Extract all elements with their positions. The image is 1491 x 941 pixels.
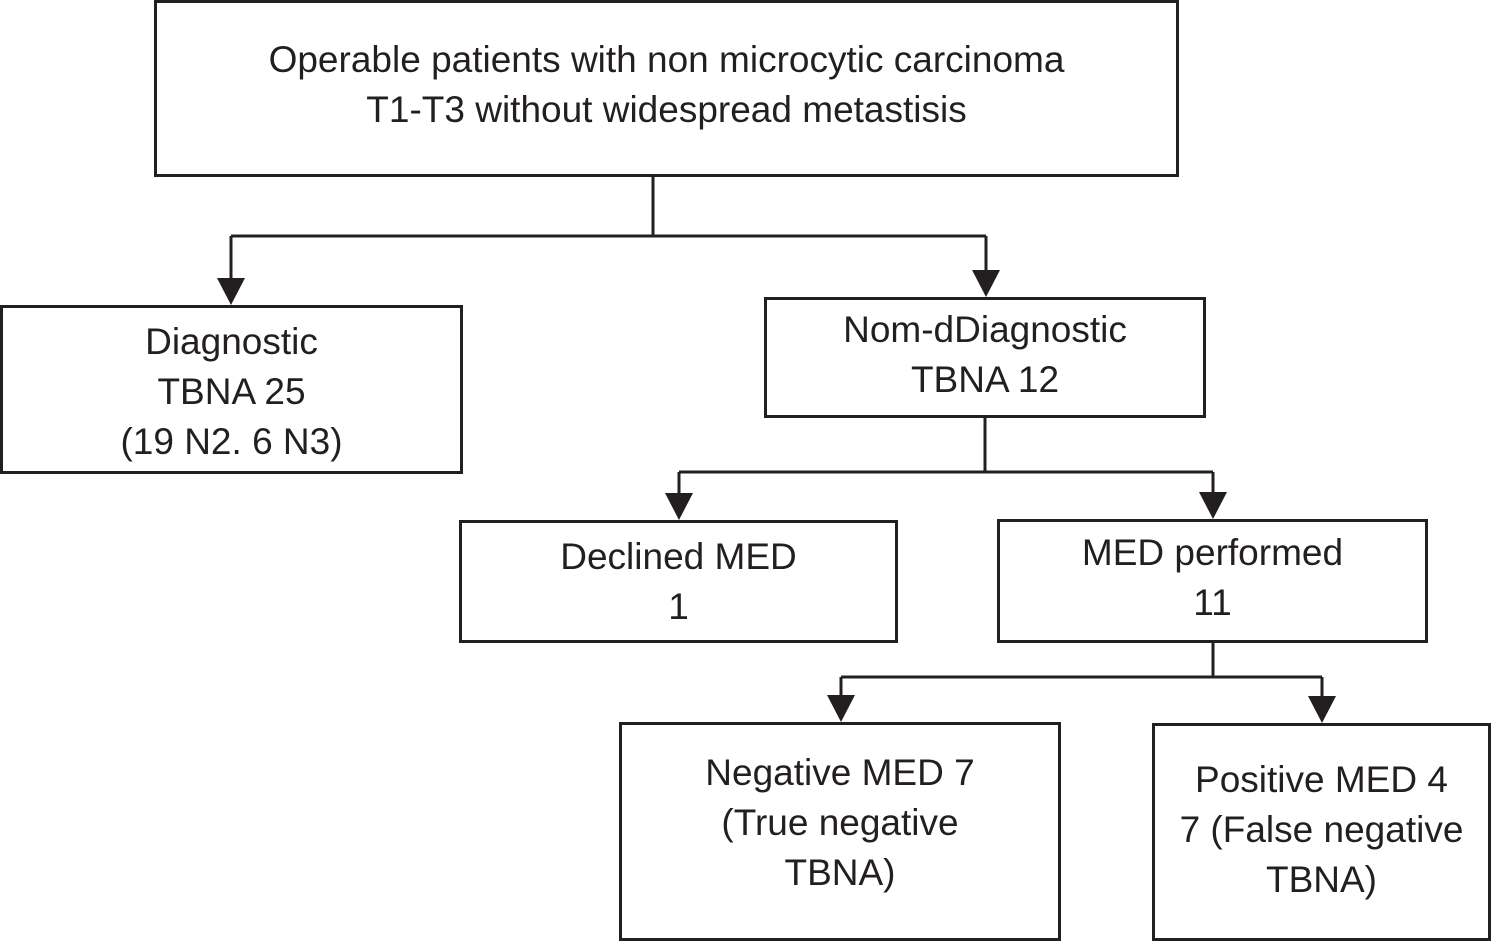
node-text-line: TBNA) — [1266, 859, 1377, 900]
node-text-line: Nom-dDiagnostic — [843, 308, 1127, 350]
node-text-line: MED performed — [1081, 532, 1344, 573]
node-operable-patients: Operable patients with non microcytic ca… — [154, 0, 1179, 177]
arrowhead-positive — [1308, 696, 1336, 723]
node-text-line: 11 — [1193, 582, 1232, 623]
node-positive-med: Positive MED 4 7 (False negative TBNA) — [1152, 723, 1491, 941]
node-negative-med: Negative MED 7 (True negative TBNA) — [619, 722, 1061, 941]
arrowhead-diagnostic — [217, 278, 245, 305]
node-text-line: TBNA 25 — [157, 370, 306, 412]
node-text-line: Diagnostic — [145, 320, 318, 362]
node-text-line: 7 (False negative — [1179, 809, 1464, 850]
arrowhead-nondiagnostic — [972, 270, 1000, 297]
node-text-line: T1-T3 without widespread metastisis — [366, 88, 967, 130]
node-text-line: Declined MED — [560, 535, 797, 577]
node-text-line: TBNA) — [784, 851, 896, 893]
arrowhead-declined — [665, 493, 693, 520]
node-nondiagnostic-tbna: Nom-dDiagnostic TBNA 12 — [764, 297, 1206, 418]
node-diagnostic-tbna: Diagnostic TBNA 25 (19 N2. 6 N3) — [0, 305, 463, 474]
node-text-line: TBNA 12 — [910, 358, 1060, 400]
node-text-line: Positive MED 4 — [1195, 759, 1448, 800]
node-text-line: (True negative — [721, 801, 959, 843]
node-text-line: Operable patients with non microcytic ca… — [268, 38, 1065, 80]
arrowhead-negative — [827, 695, 855, 722]
node-text-line: (19 N2. 6 N3) — [120, 420, 343, 462]
node-text-line: 1 — [668, 585, 689, 627]
node-text-line: Negative MED 7 — [705, 751, 975, 793]
node-med-performed: MED performed 11 — [997, 519, 1428, 643]
node-declined-med: Declined MED 1 — [459, 520, 898, 643]
arrowhead-medperformed — [1199, 492, 1227, 519]
